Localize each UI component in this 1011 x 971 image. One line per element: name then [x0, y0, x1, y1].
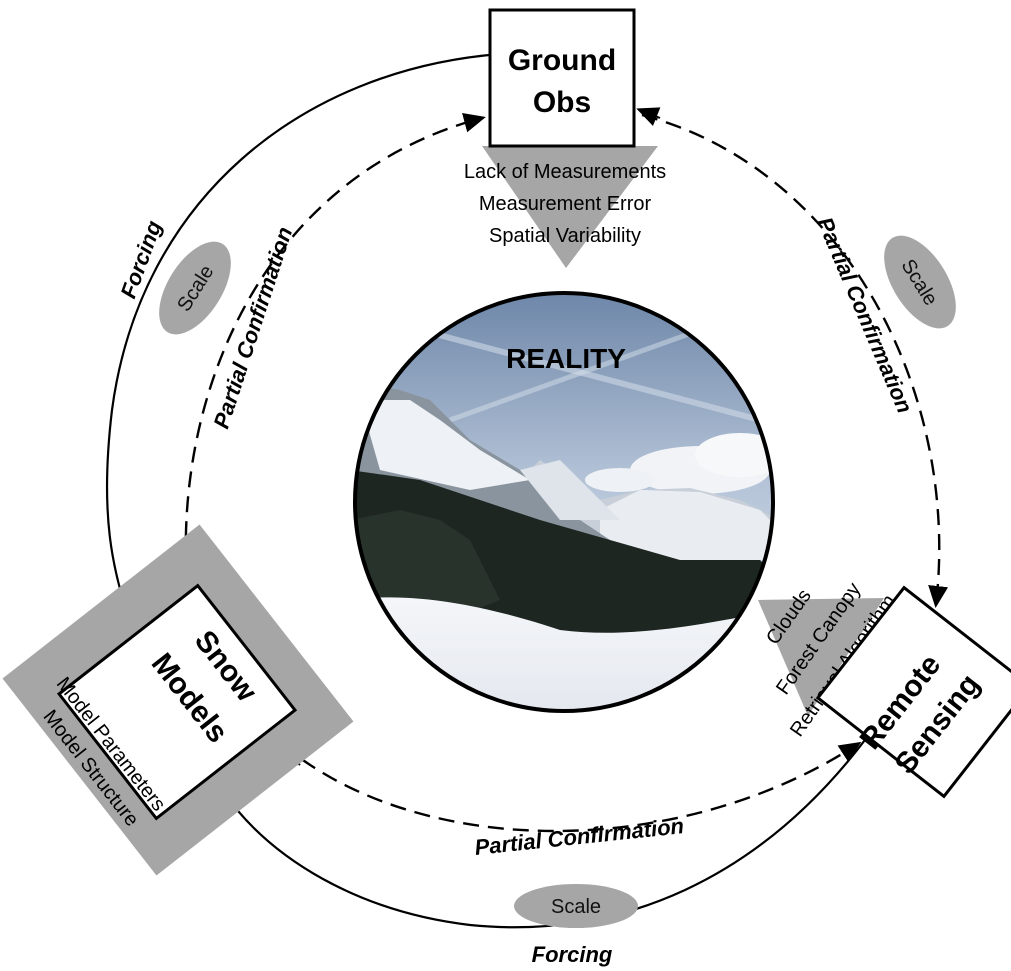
- scale-oval-left: Scale: [159, 241, 231, 335]
- ground-obs-label-1: Ground: [508, 44, 616, 77]
- partial-confirmation-arrowhead-right-top: [636, 107, 661, 126]
- reality-photo: [355, 293, 773, 711]
- ground-obs-node: Ground Obs: [488, 8, 636, 148]
- ground-obs-uncertainty-2: Measurement Error: [479, 193, 652, 215]
- reality-label: REALITY: [506, 343, 626, 374]
- partial-confirmation-arrow-left: [184, 113, 486, 613]
- ground-obs-uncertainty-3: Spatial Variability: [489, 225, 641, 247]
- scale-label-bottom: Scale: [551, 896, 601, 918]
- scale-oval-bottom: Scale: [514, 884, 638, 928]
- ground-obs-uncertainty-triangle: [482, 146, 658, 268]
- forcing-label-bottom: Forcing: [532, 942, 613, 967]
- remote-sensing-node: [815, 585, 1011, 799]
- reality-circle: [353, 291, 775, 713]
- forcing-arrow-bottom: [219, 735, 869, 929]
- forcing-arrow-left: [105, 52, 501, 642]
- snow-models-node: [2, 524, 354, 876]
- partial-confirmation-arrow-right: [641, 113, 949, 608]
- scale-oval-right: Scale: [884, 235, 956, 329]
- ground-obs-label-2: Obs: [533, 86, 591, 119]
- partial-confirmation-label-bottom: Partial Confirmation: [473, 813, 685, 860]
- ground-obs-uncertainty-1: Lack of Measurements: [464, 161, 666, 183]
- partial-confirmation-arrow-bottom: [281, 741, 862, 833]
- remote-sensing-uncertainty-triangle: [758, 598, 884, 716]
- forcing-label-left: Forcing: [115, 217, 166, 302]
